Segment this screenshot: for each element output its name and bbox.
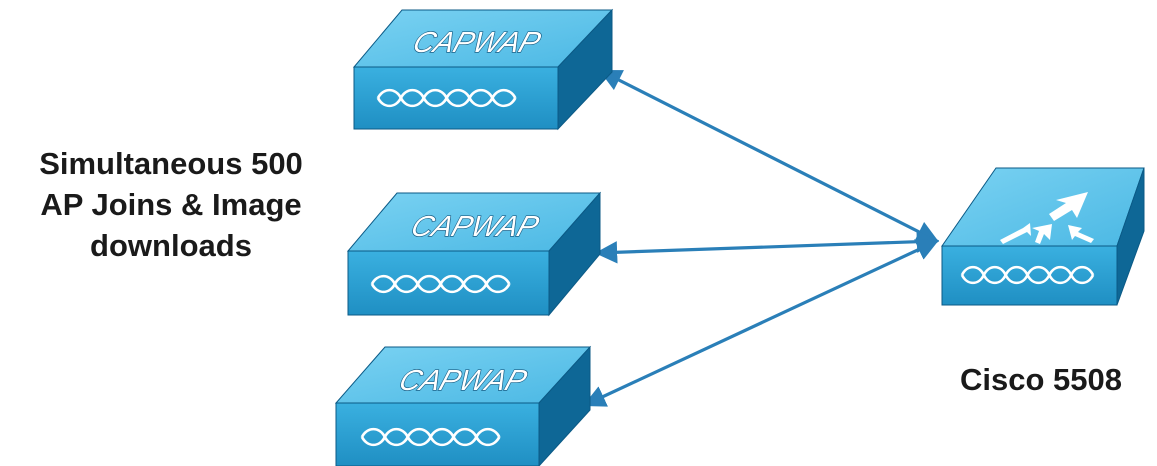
left-caption-line-2: AP Joins & Image bbox=[40, 187, 302, 222]
wireless-lan-controller bbox=[941, 167, 1145, 306]
access-point-2: CAPWAP bbox=[346, 191, 602, 317]
link-arrow-ap1 bbox=[599, 69, 939, 243]
link-arrow-ap2 bbox=[594, 230, 940, 264]
left-caption-line-3: downloads bbox=[90, 228, 252, 263]
controller-arrows-icon bbox=[1000, 192, 1094, 244]
connections bbox=[582, 69, 940, 407]
ap-2-label: CAPWAP bbox=[407, 211, 543, 243]
access-point-3: CAPWAP bbox=[334, 345, 592, 466]
controller-label: Cisco 5508 bbox=[960, 362, 1122, 397]
link-arrow-ap3 bbox=[582, 239, 940, 407]
access-point-1: CAPWAP bbox=[352, 8, 614, 131]
left-caption: Simultaneous 500 AP Joins & Image downlo… bbox=[0, 143, 342, 266]
ap-1-label: CAPWAP bbox=[409, 27, 545, 59]
ap-3-label: CAPWAP bbox=[395, 365, 531, 397]
left-caption-line-1: Simultaneous 500 bbox=[39, 146, 303, 181]
